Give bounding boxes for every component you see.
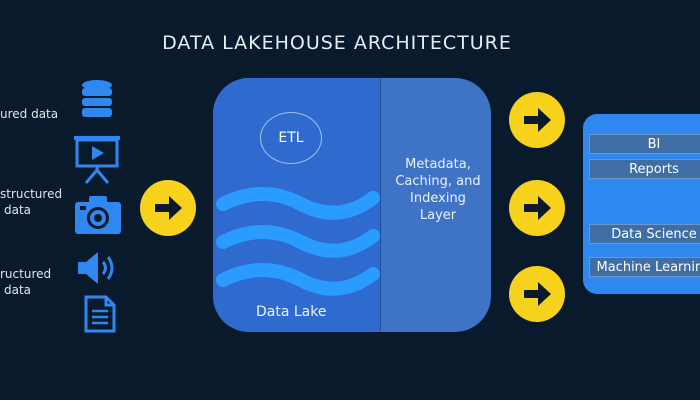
diagram-title: DATA LAKEHOUSE ARCHITECTURE [162, 32, 512, 54]
input-arrow-icon [140, 180, 196, 236]
section-divider [380, 78, 381, 332]
source-label-semi-structured: structured data [0, 186, 62, 218]
wave-icon [216, 187, 380, 296]
source-label-structured: ured data [0, 106, 58, 122]
output-item-reports: Reports [589, 159, 700, 179]
etl-badge: ETL [260, 112, 322, 164]
source-label-line: data [4, 283, 32, 297]
output-item-data-science: Data Science [589, 224, 700, 244]
output-panel: BI Reports Data Science Machine Learning [583, 114, 700, 294]
data-lake-container: ETL Data Lake Metadata, Caching, and Ind… [213, 78, 491, 332]
source-label-line: structured [0, 187, 63, 201]
source-label-line: data [4, 203, 32, 217]
document-icon [84, 295, 116, 333]
presentation-screen-icon [74, 136, 120, 184]
data-lake-label: Data Lake [256, 304, 327, 320]
speaker-icon [78, 252, 114, 284]
output-arrow-icon [509, 180, 565, 236]
database-icon [82, 80, 112, 117]
source-label-line: ured data [0, 107, 59, 121]
etl-label: ETL [278, 130, 304, 146]
output-item-machine-learning: Machine Learning [589, 257, 700, 277]
source-label-line: ructured [0, 267, 52, 281]
source-label-unstructured: ructured data [0, 266, 51, 298]
output-arrow-icon [509, 266, 565, 322]
camera-icon [75, 196, 121, 234]
metadata-layer-label: Metadata, Caching, and Indexing Layer [395, 157, 481, 223]
output-arrow-icon [509, 92, 565, 148]
output-item-bi: BI [589, 134, 700, 154]
